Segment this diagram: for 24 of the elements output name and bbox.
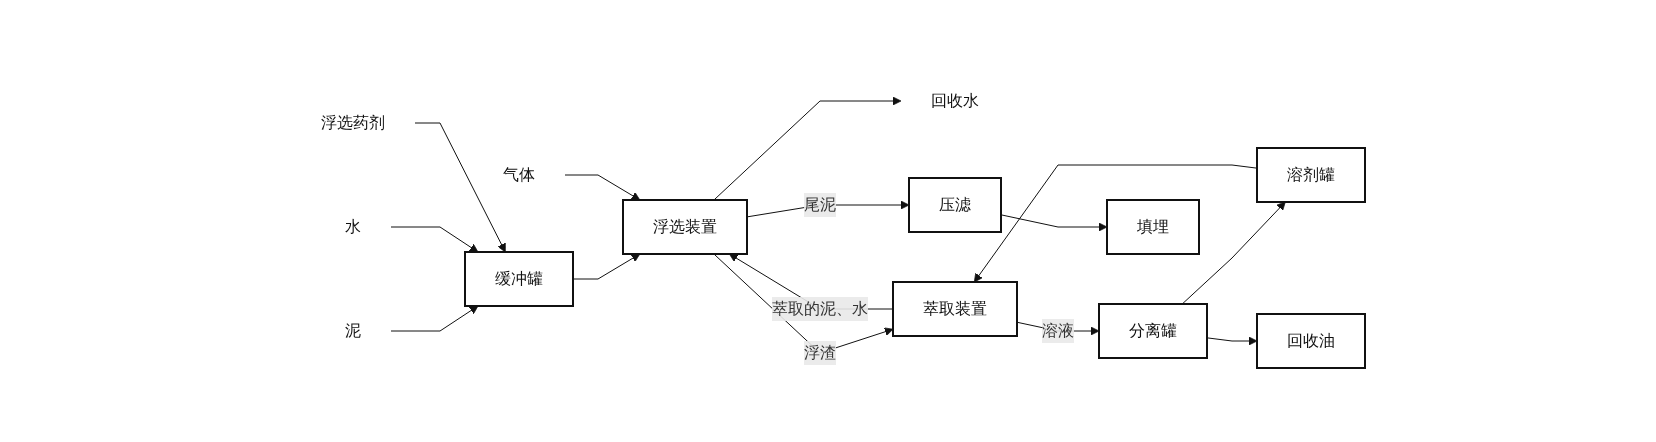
edge-label: 尾泥 — [804, 195, 836, 214]
edge-label: 浮渣 — [804, 343, 836, 362]
node-box: 溶剂罐 — [1256, 147, 1366, 203]
arrow — [973, 164, 1258, 283]
arrow — [1181, 201, 1286, 305]
arrow — [390, 305, 479, 332]
node-box: 填埋 — [1106, 199, 1200, 255]
edge-label: 溶液 — [1042, 321, 1074, 340]
node-text: 泥 — [345, 321, 361, 340]
node-box: 压滤 — [908, 177, 1002, 233]
node-box: 萃取装置 — [892, 281, 1018, 337]
arrow — [390, 226, 479, 253]
node-box: 缓冲罐 — [464, 251, 574, 307]
node-box: 回收油 — [1256, 313, 1366, 369]
node-box: 分离罐 — [1098, 303, 1208, 359]
node-text: 回收水 — [931, 91, 979, 110]
arrow — [414, 122, 506, 253]
edge-label: 萃取的泥、水 — [772, 299, 868, 318]
arrow — [564, 174, 641, 201]
arrow — [713, 96, 902, 201]
node-box: 浮选装置 — [622, 199, 748, 255]
node-text: 浮选药剂 — [321, 113, 385, 132]
node-text: 气体 — [503, 165, 535, 184]
node-text: 水 — [345, 217, 361, 236]
